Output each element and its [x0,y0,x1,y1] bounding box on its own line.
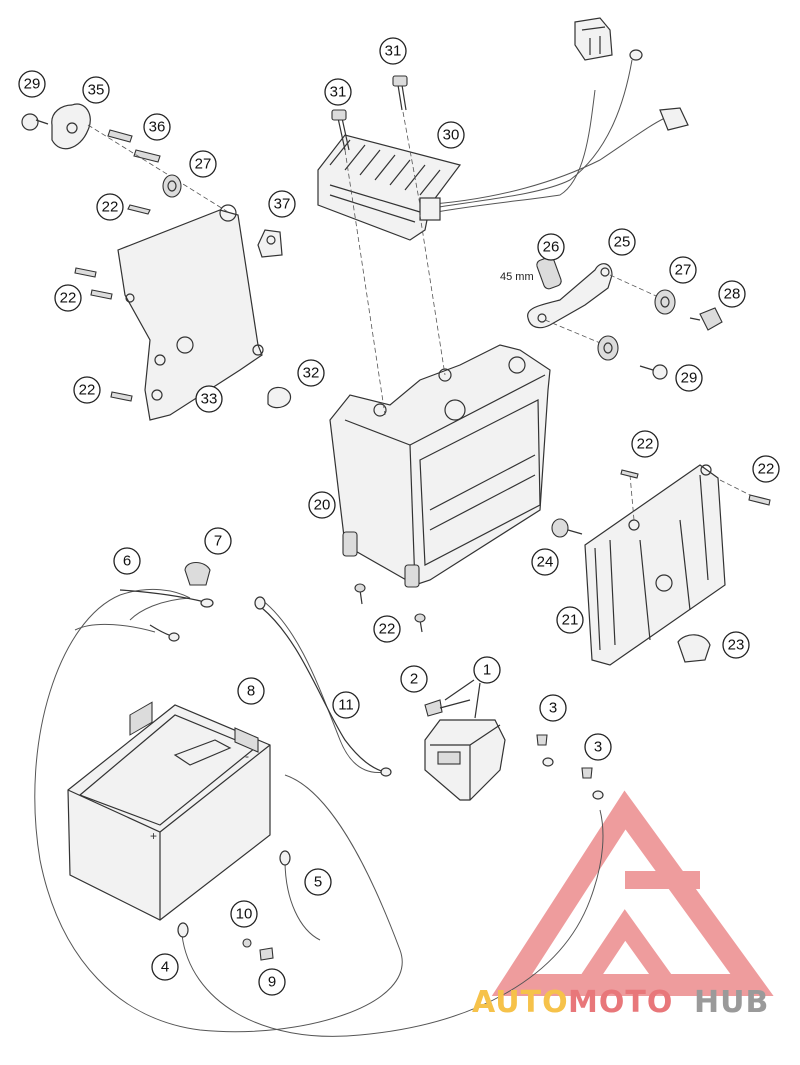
tray-screws [354,583,426,633]
svg-text:31: 31 [330,84,347,101]
callout-5: 5 [304,868,332,896]
callout-22f: 22 [373,615,401,643]
callout-33: 33 [195,385,223,413]
leader-1 [444,679,481,719]
svg-text:22: 22 [79,382,96,399]
svg-text:10: 10 [236,906,253,923]
callout-29b: 29 [675,364,703,392]
svg-text:27: 27 [675,262,692,279]
callout-2: 2 [400,665,428,693]
callout-20: 20 [308,491,336,519]
svg-text:1: 1 [483,662,491,679]
svg-text:27: 27 [195,156,212,173]
svg-text:28: 28 [724,286,741,303]
wiring-harness [34,59,666,1037]
svg-text:36: 36 [149,119,166,136]
callout-22a: 22 [96,193,124,221]
callout-24: 24 [531,548,559,576]
callout-27a: 27 [189,150,217,178]
callout-6: 6 [113,547,141,575]
callout-26: 26 [537,233,565,261]
callout-4: 4 [151,953,179,981]
battery [67,701,271,921]
callout-30: 30 [437,121,465,149]
svg-text:30: 30 [443,127,460,144]
svg-text:31: 31 [385,43,402,60]
callout-27b: 27 [669,256,697,284]
callout-31b: 31 [379,37,407,65]
svg-text:9: 9 [268,974,276,991]
svg-text:26: 26 [543,239,560,256]
svg-text:3: 3 [594,739,602,756]
svg-text:MOTO: MOTO [568,985,673,1020]
svg-text:29: 29 [24,76,41,93]
svg-text:22: 22 [102,199,119,216]
battery-plus-sign: + [150,829,157,843]
watermark-text: AUTO MOTO HUB [472,985,769,1020]
battery-cables [119,561,604,961]
svg-text:22: 22 [758,461,775,478]
callout-32: 32 [297,359,325,387]
regulator-screws [331,75,421,206]
svg-text:11: 11 [338,697,354,714]
callout-22b: 22 [54,284,82,312]
small-hardware-top-left [21,103,292,409]
svg-text:3: 3 [549,700,557,717]
callout-23: 23 [722,631,750,659]
callout-1: 1 [473,656,501,684]
callout-35: 35 [82,76,110,104]
svg-text:22: 22 [637,436,654,453]
callout-3a: 3 [539,694,567,722]
callout-22d: 22 [631,430,659,458]
svg-text:HUB: HUB [694,985,769,1020]
svg-text:7: 7 [214,533,222,550]
callout-25: 25 [608,228,636,256]
battery-cover-plate [551,464,771,666]
callout-22e: 22 [752,455,780,483]
svg-text:2: 2 [410,671,418,688]
battery-tray [329,149,551,588]
svg-text:6: 6 [123,553,131,570]
fuse-holder [424,699,506,801]
callout-8: 8 [237,677,265,705]
svg-text:21: 21 [562,612,579,629]
callout-22c: 22 [73,376,101,404]
callout-37: 37 [268,190,296,218]
callout-29a: 29 [18,70,46,98]
callout-28: 28 [718,280,746,308]
callout-7: 7 [204,527,232,555]
callout-9: 9 [258,968,286,996]
svg-text:25: 25 [614,234,631,251]
svg-text:8: 8 [247,683,255,700]
svg-text:32: 32 [303,365,320,382]
svg-text:23: 23 [728,637,745,654]
svg-text:22: 22 [379,621,396,638]
svg-text:AUTO: AUTO [472,985,569,1020]
callout-31a: 31 [324,78,352,106]
dimension-note: 45 mm [500,271,534,283]
callout-3b: 3 [584,733,612,761]
battery-minus-sign: - [245,749,249,763]
svg-text:22: 22 [60,290,77,307]
svg-text:37: 37 [274,196,291,213]
mounting-bracket-plate [117,204,264,421]
svg-text:20: 20 [314,497,331,514]
svg-text:5: 5 [314,874,322,891]
battery-strap [527,256,723,380]
voltage-regulator [317,17,689,241]
svg-text:33: 33 [201,391,218,408]
callout-21: 21 [556,606,584,634]
svg-text:24: 24 [537,554,554,571]
callout-36: 36 [143,113,171,141]
watermark-logo-icon [491,790,774,996]
svg-text:4: 4 [161,959,169,976]
callout-11: 11 [332,691,360,719]
callout-10: 10 [230,900,258,928]
svg-text:35: 35 [88,82,105,99]
svg-text:29: 29 [681,370,698,387]
